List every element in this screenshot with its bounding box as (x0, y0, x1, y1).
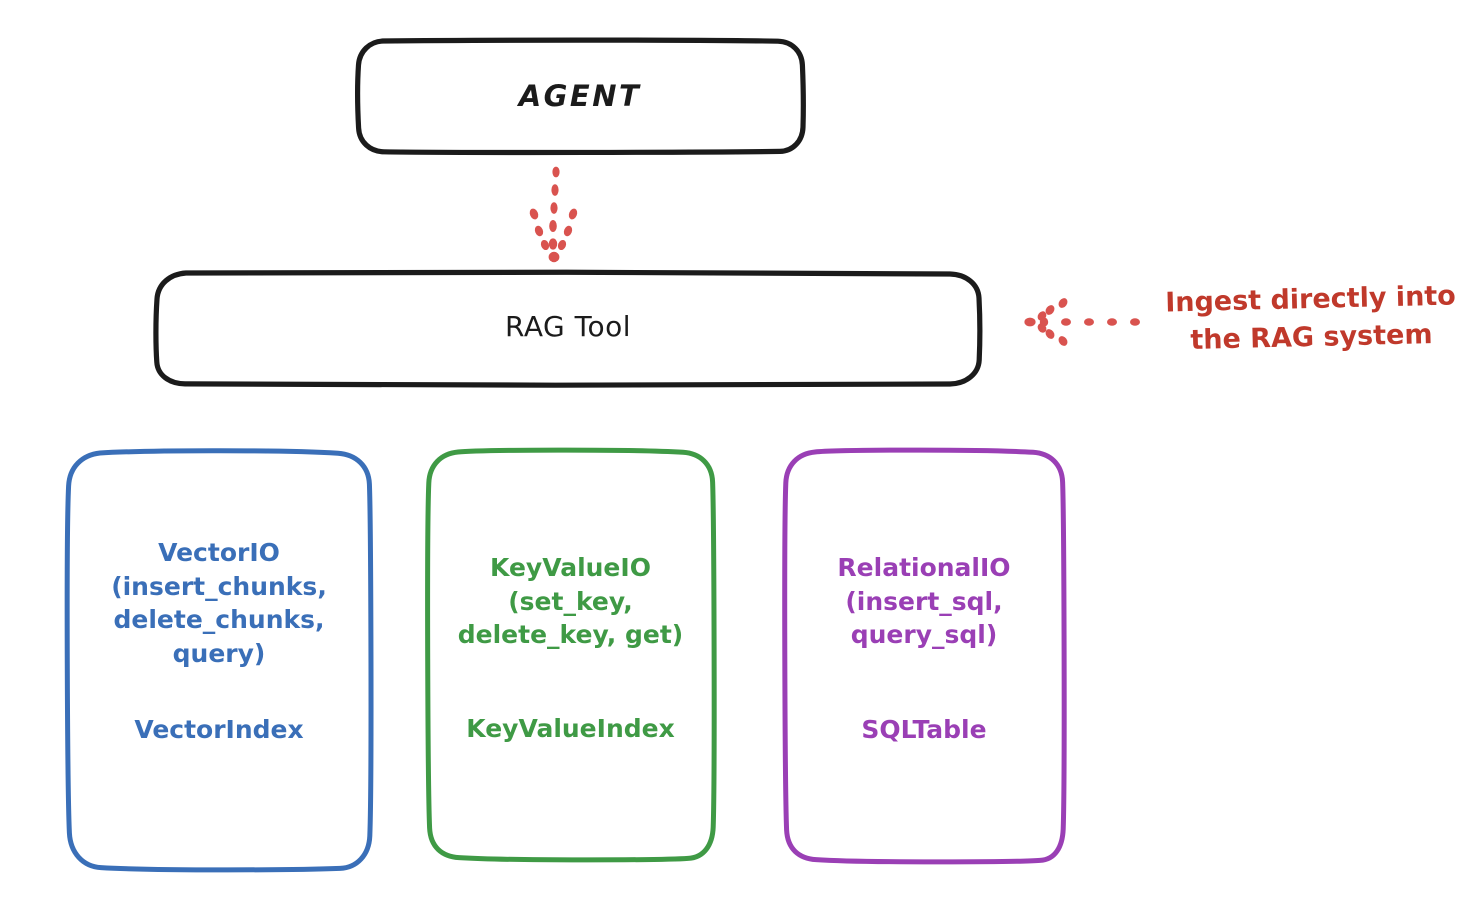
agent-label: AGENT (518, 79, 642, 113)
ingest-annotation-label: Ingest directly into the RAG system (1164, 280, 1457, 357)
vector-store-node[interactable] (64, 448, 374, 873)
relational-store-api-label: RelationalIO (insert_sql, query_sql) (837, 553, 1011, 649)
agent-to-rag-arrow (529, 166, 578, 263)
relational-store-box-outline (782, 447, 1067, 865)
relational-store-index-label: SQLTable (861, 715, 987, 744)
keyvalue-store-node[interactable] (425, 447, 717, 863)
vector-store-box-outline (64, 448, 374, 873)
keyvalue-store-box-outline (425, 447, 717, 863)
rag-tool-box-outline (153, 269, 983, 388)
vector-store-index-label: VectorIndex (134, 715, 304, 744)
agent-box-outline (355, 37, 806, 156)
agent-node[interactable] (355, 37, 806, 156)
keyvalue-store-index-label: KeyValueIndex (466, 714, 675, 743)
vector-store-api-label: VectorIO (insert_chunks, delete_chunks, … (111, 538, 327, 668)
rag-tool-node[interactable] (153, 269, 983, 388)
rag-tool-label: RAG Tool (505, 310, 631, 343)
ingest-arrow (1024, 298, 1140, 346)
relational-store-node[interactable] (782, 447, 1067, 865)
keyvalue-store-api-label: KeyValueIO (set_key, delete_key, get) (457, 553, 684, 649)
